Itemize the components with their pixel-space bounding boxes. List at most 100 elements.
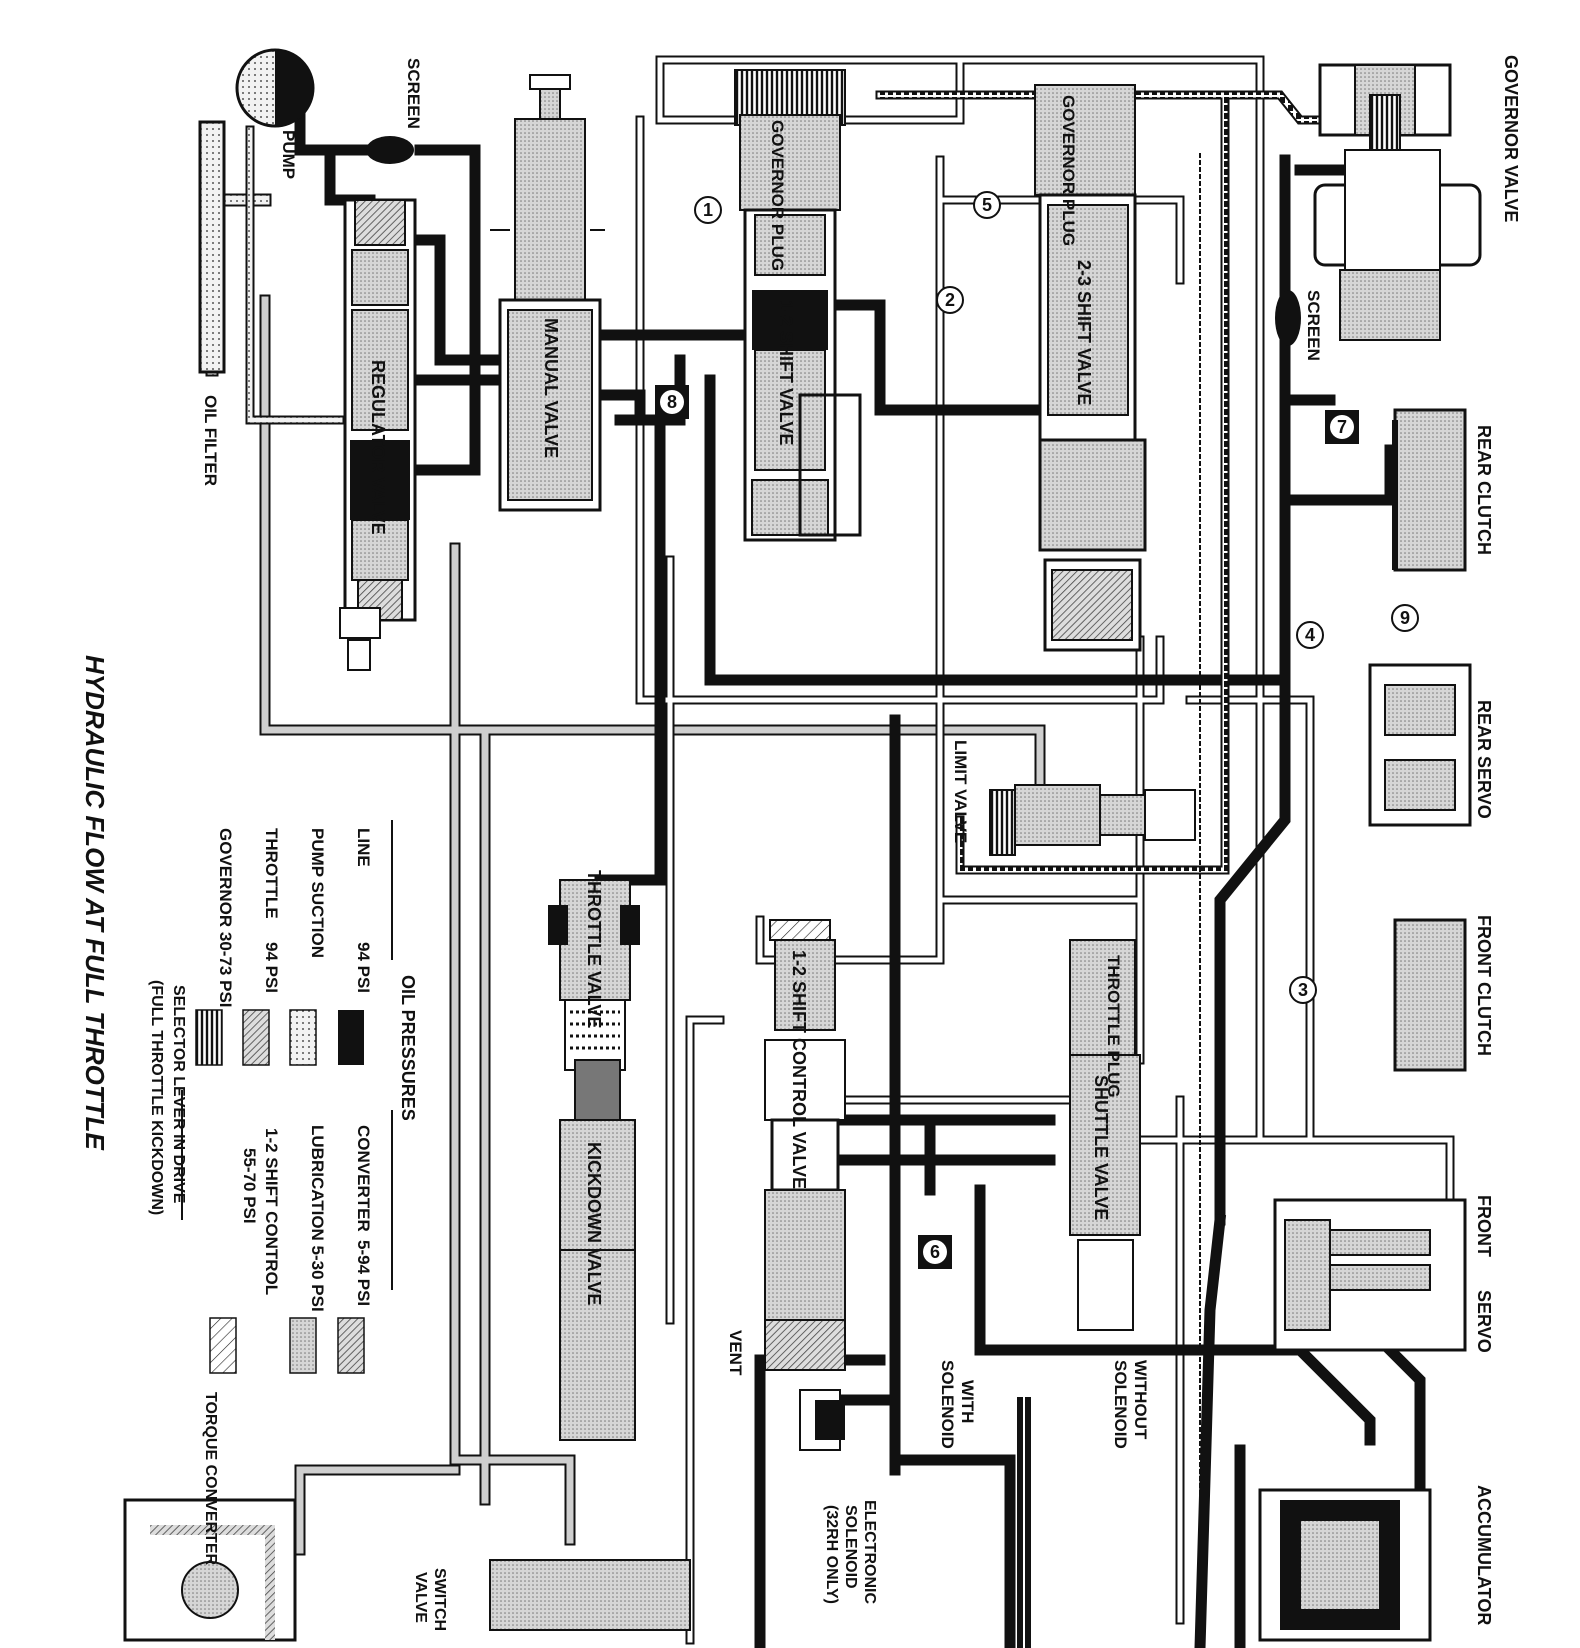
label-limit-valve: LIMIT VALVE	[951, 740, 970, 843]
label-switch-valve-1: SWITCH	[431, 1568, 448, 1631]
legend-line-value: 94 PSI	[354, 942, 373, 993]
check-ball-7: 7	[1325, 410, 1359, 444]
label-rear-clutch: REAR CLUTCH	[1474, 425, 1494, 555]
legend: OIL PRESSURES LINE 94 PSI PUMP SUCTION T…	[148, 820, 418, 1374]
legend-shift-control-name: 1-2 SHIFT CONTROL	[262, 1128, 281, 1295]
label-shuttle-valve: SHUTTLE VALVE	[1091, 1075, 1111, 1220]
svg-text:9: 9	[1400, 608, 1410, 628]
label-front-clutch: FRONT CLUTCH	[1474, 915, 1494, 1056]
svg-text:5: 5	[982, 195, 992, 215]
check-ball-9: 9	[1391, 604, 1419, 632]
label-electronic-solenoid-2: SOLENOID	[842, 1505, 859, 1589]
legend-throttle-value: 94 PSI	[262, 942, 281, 993]
label-electronic-solenoid-3: (32RH ONLY)	[823, 1505, 840, 1604]
label-without-solenoid-1: WITHOUT	[1131, 1360, 1150, 1440]
label-screen-governor: SCREEN	[1304, 290, 1323, 361]
check-ball-4: 4	[1296, 621, 1324, 649]
check-ball-3: 3	[1289, 976, 1317, 1004]
label-accumulator: ACCUMULATOR	[1474, 1485, 1494, 1625]
component-labels: SCREEN PUMP OIL FILTER REGULATOR VALVE M…	[201, 55, 1521, 1631]
front-servo	[1273, 1198, 1467, 1352]
governor-valve	[1313, 63, 1482, 341]
legend-heading: OIL PRESSURES	[398, 975, 418, 1121]
diagram-title: HYDRAULIC FLOW AT FULL THROTTLE	[80, 655, 110, 1151]
legend-line-swatch	[338, 1010, 364, 1065]
legend-note-2: (FULL THROTTLE KICKDOWN)	[148, 980, 165, 1215]
rear-servo	[1368, 663, 1472, 827]
accumulator	[1258, 1488, 1432, 1642]
legend-throttle-swatch	[242, 1009, 270, 1066]
legend-pump-suction-swatch	[289, 1009, 317, 1066]
screen-pump	[366, 136, 414, 164]
throttle-valve	[548, 879, 640, 1071]
limit-valve	[989, 784, 1196, 856]
label-manual-valve: MANUAL VALVE	[541, 318, 561, 458]
manual-valve	[490, 74, 605, 512]
label-front-servo-2: SERVO	[1474, 1290, 1494, 1353]
label-throttle-plug: THROTTLE PLUG	[1104, 955, 1123, 1098]
legend-shift-control-value: 55-70 PSI	[240, 1148, 259, 1224]
legend-pump-suction-name: PUMP SUCTION	[308, 828, 327, 958]
label-with-solenoid-1: WITH	[958, 1380, 977, 1423]
label-shift-valve-12: 1-2 SHIFT VALVE	[776, 300, 796, 445]
legend-converter-swatch	[337, 1317, 365, 1374]
check-ball-2: 2	[936, 286, 964, 314]
screen-governor	[1275, 290, 1301, 346]
label-with-solenoid-2: SOLENOID	[938, 1360, 957, 1449]
label-regulator-valve: REGULATOR VALVE	[368, 360, 388, 535]
legend-line-name: LINE	[354, 828, 373, 867]
label-governor-valve: GOVERNOR VALVE	[1501, 55, 1521, 222]
legend-shift-control-swatch	[209, 1317, 237, 1374]
legend-converter-name: CONVERTER	[354, 1125, 373, 1232]
governor-plug-2	[1034, 84, 1136, 196]
rear-clutch	[1392, 408, 1467, 572]
legend-converter-value: 5-94 PSI	[354, 1240, 373, 1306]
electronic-solenoid	[799, 1389, 845, 1451]
legend-throttle-name: THROTTLE	[262, 828, 281, 919]
svg-text:3: 3	[1298, 980, 1308, 1000]
label-electronic-solenoid-1: ELECTRONIC	[861, 1500, 878, 1604]
svg-text:4: 4	[1305, 625, 1315, 645]
legend-lubrication-name: LUBRICATION 5-30 PSI	[308, 1125, 327, 1312]
kickdown-valve	[559, 1059, 636, 1441]
check-ball-6: 6	[918, 1235, 952, 1269]
svg-text:2: 2	[945, 290, 955, 310]
label-kickdown-valve: KICKDOWN VALVE	[584, 1142, 604, 1305]
throttle-plug	[1069, 939, 1136, 1056]
shift-valve-23	[1038, 193, 1147, 652]
torque-converter	[123, 1498, 297, 1642]
shift-valve-12	[743, 208, 862, 542]
label-throttle-valve: THROTTLE VALVE	[584, 870, 604, 1028]
check-ball-8: 8	[655, 385, 689, 419]
label-screen-pump: SCREEN	[404, 58, 423, 129]
check-ball-5: 5	[973, 191, 1001, 219]
label-governor-plug-1: GOVERNOR PLUG	[768, 120, 787, 271]
label-shift-valve-23: 2-3 SHIFT VALVE	[1074, 260, 1094, 405]
label-governor-plug-2: GOVERNOR PLUG	[1059, 95, 1078, 246]
label-shift-control-valve: 1-2 SHIFT CONTROL VALVE	[789, 950, 809, 1189]
governor-plug-1	[734, 69, 846, 211]
svg-text:8: 8	[667, 392, 677, 412]
label-without-solenoid-2: SOLENOID	[1111, 1360, 1130, 1449]
label-switch-valve-2: VALVE	[412, 1572, 429, 1623]
shuttle-valve	[1069, 1054, 1141, 1331]
check-ball-1: 1	[694, 196, 722, 224]
svg-text:7: 7	[1337, 417, 1347, 437]
label-oil-filter: OIL FILTER	[201, 395, 220, 486]
svg-text:1: 1	[703, 200, 713, 220]
label-pump: PUMP	[279, 130, 298, 179]
oil-filter	[198, 120, 226, 374]
legend-governor-name: GOVERNOR 30-73 PSI	[216, 828, 235, 1008]
switch-valve	[489, 1559, 691, 1631]
legend-governor-swatch	[195, 1009, 223, 1066]
front-clutch	[1393, 918, 1467, 1072]
legend-note-1: SELECTOR LEVER IN DRIVE	[170, 985, 187, 1204]
label-torque-converter: TORQUE CONVERTER	[202, 1392, 219, 1566]
svg-text:6: 6	[930, 1242, 940, 1262]
label-rear-servo: REAR SERVO	[1474, 700, 1494, 819]
pump	[235, 48, 315, 128]
label-vent: VENT	[726, 1330, 745, 1376]
legend-lubrication-swatch	[289, 1317, 317, 1374]
